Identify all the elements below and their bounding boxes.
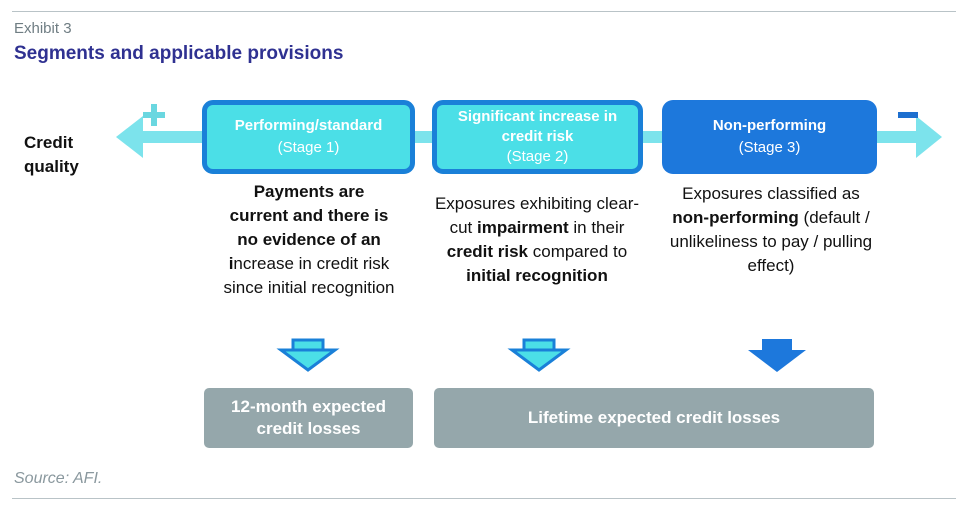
stage1-number: (Stage 1): [277, 139, 340, 156]
stage3-name: Non-performing: [712, 117, 827, 134]
outcome-12-month: 12-month expected credit losses: [204, 388, 413, 448]
d2-d: credit risk: [446, 242, 529, 261]
outcome1-line1: 12-month expected: [231, 397, 386, 416]
stage1-name: Performing/standard: [234, 117, 383, 134]
stage2-box: Significant increase in credit risk (Sta…: [432, 100, 643, 174]
d2-c: in their: [568, 218, 625, 237]
d1-line1: Payments are: [253, 182, 365, 201]
stage2-name-line1: Significant increase in: [457, 108, 618, 125]
d1-line5: since initial recognition: [223, 278, 395, 297]
d3-a: Exposures classified as: [682, 184, 860, 203]
exhibit-label: Exhibit 3: [14, 20, 72, 37]
d3-c: (default / unlikeliness to pay / pulling…: [669, 208, 873, 275]
stage1-description: Payments are current and there is no evi…: [198, 180, 420, 300]
stage2-description: Exposures exhibiting clear-cut impairmen…: [434, 192, 640, 288]
right-arrowhead: [916, 116, 942, 158]
stage3-description: Exposures classified as non-performing (…: [664, 182, 878, 278]
plus-icon-v: [151, 104, 157, 126]
exhibit-title: Segments and applicable provisions: [14, 43, 344, 64]
down-arrow-stage1: [276, 338, 340, 372]
stage2-number: (Stage 2): [506, 148, 569, 165]
stage2-name-line2: credit risk: [501, 128, 574, 145]
outcome-lifetime: Lifetime expected credit losses: [434, 388, 874, 448]
d1-line4-bold: i: [228, 254, 234, 273]
d2-b: impairment: [477, 218, 569, 237]
d2-e: compared to: [528, 242, 628, 261]
source-note: Source: AFI.: [14, 470, 103, 487]
stage3-box: Non-performing (Stage 3): [662, 100, 877, 174]
d2-f: initial recognition: [466, 266, 608, 285]
bottom-rule: [12, 498, 956, 499]
d1-line3: no evidence of an: [237, 230, 381, 249]
stage1-box: Performing/standard (Stage 1): [202, 100, 415, 174]
d1-line4-rest: ncrease in credit risk: [233, 254, 390, 273]
down-arrow-stage2: [507, 338, 571, 372]
d1-line4: increase in credit risk: [198, 252, 420, 276]
stage3-number: (Stage 3): [738, 139, 801, 156]
credit-quality-line1: Credit: [24, 133, 74, 152]
d3-b: non-performing: [672, 208, 799, 227]
outcome2-line1: Lifetime expected credit losses: [527, 408, 781, 427]
credit-quality-line2: quality: [24, 157, 79, 176]
down-arrow-stage3: [748, 339, 806, 372]
outcome1-line2: credit losses: [256, 419, 361, 438]
minus-icon: [898, 112, 918, 118]
top-rule: [12, 11, 956, 12]
d2-a: Exposures exhibiting clear-cut: [434, 194, 640, 237]
d1-line2: current and there is: [229, 206, 389, 225]
left-arrowhead: [116, 116, 143, 158]
credit-quality-label: Credit quality: [24, 131, 104, 179]
